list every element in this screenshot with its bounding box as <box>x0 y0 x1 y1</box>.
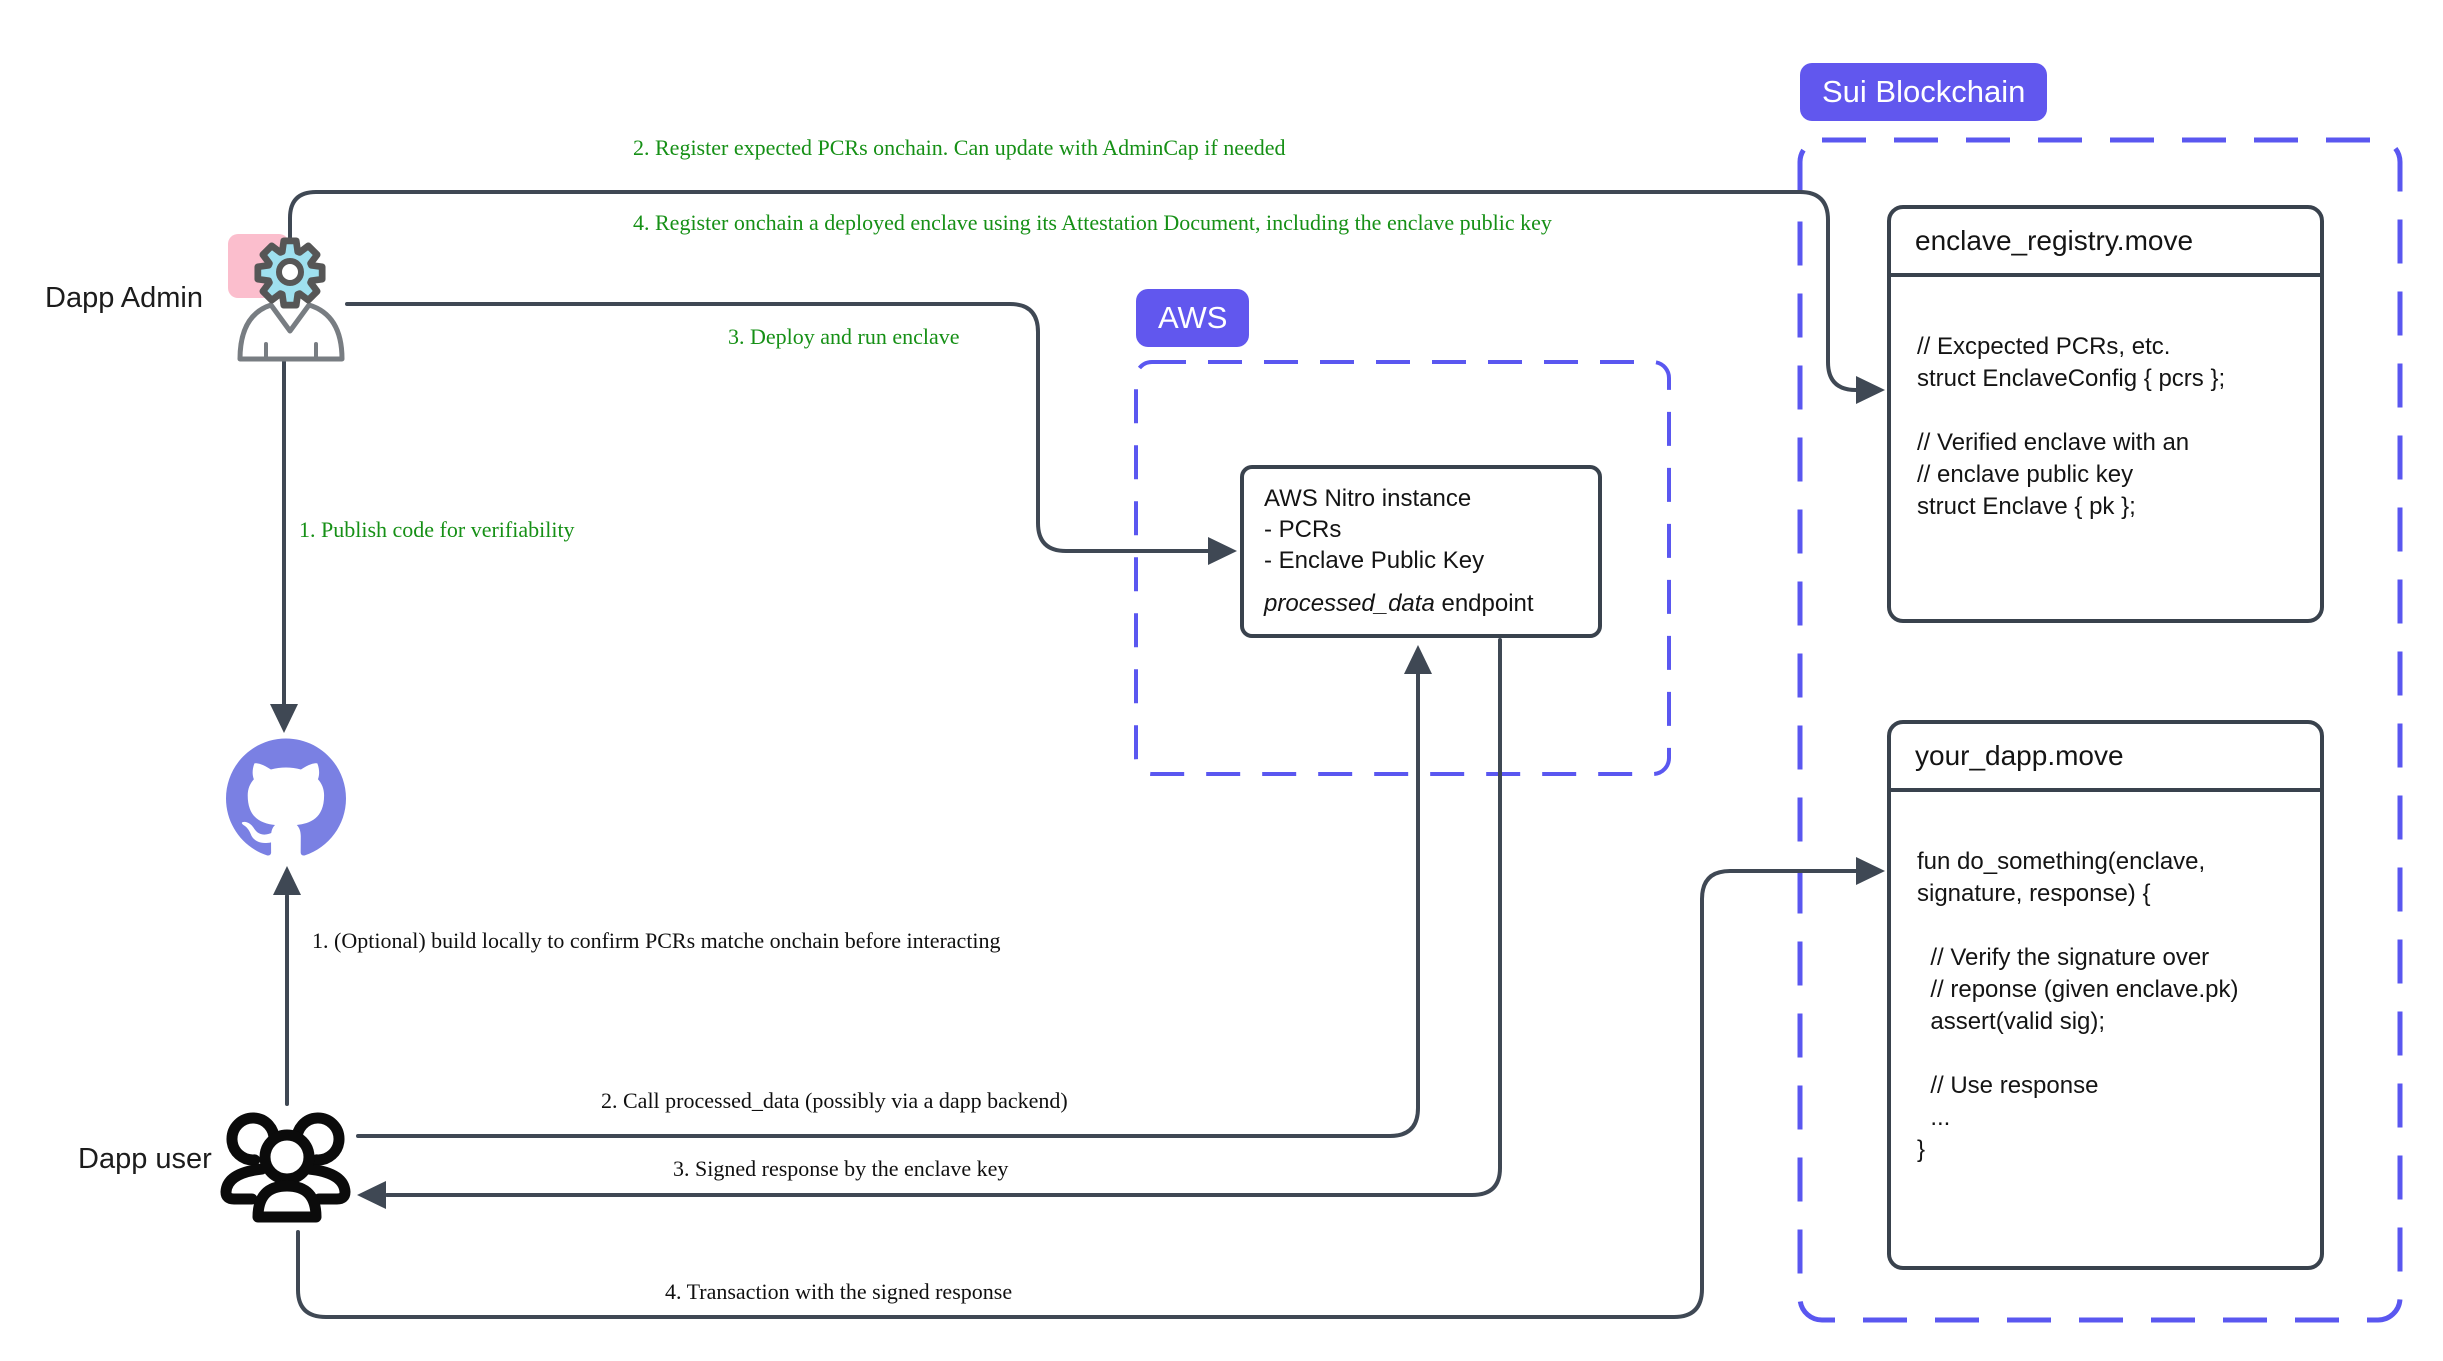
aws-nitro-instance-box: AWS Nitro instance - PCRs - Enclave Publ… <box>1240 465 1602 638</box>
note-build-locally: 1. (Optional) build locally to confirm P… <box>312 928 1001 953</box>
code-line: // Verify the signature over <box>1917 944 2210 971</box>
code-line: } <box>1917 1136 1926 1163</box>
your-dapp-code: fun do_something(enclave, signature, res… <box>1891 792 2320 1166</box>
enclave-registry-box: enclave_registry.move // Excpected PCRs,… <box>1887 205 2324 623</box>
aws-nitro-endpoint: processed_data endpoint <box>1264 588 1598 619</box>
sui-blockchain-boundary <box>1797 137 2403 1323</box>
gear-icon <box>254 237 326 309</box>
code-line: assert(valid sig); <box>1917 1008 2106 1035</box>
spacer <box>1264 576 1598 588</box>
dapp-user-label: Dapp user <box>78 1143 212 1175</box>
code-line: signature, response) { <box>1917 880 2151 907</box>
code-line <box>1917 910 2304 942</box>
note-call-processed-data: 2. Call processed_data (possibly via a d… <box>601 1088 1068 1113</box>
code-line: fun do_something(enclave, <box>1917 848 2206 875</box>
note-signed-response: 3. Signed response by the enclave key <box>673 1156 1009 1181</box>
person-icon <box>237 302 345 362</box>
aws-nitro-item: - PCRs <box>1264 516 1342 543</box>
endpoint-name: processed_data <box>1264 590 1435 617</box>
code-line: // reponse (given enclave.pk) <box>1917 976 2239 1003</box>
code-line: // Use response <box>1917 1072 2099 1099</box>
code-line: // Excpected PCRs, etc. <box>1917 333 2171 360</box>
note-deploy-enclave: 3. Deploy and run enclave <box>728 324 960 349</box>
github-icon <box>226 738 346 856</box>
your-dapp-box: your_dapp.move fun do_something(enclave,… <box>1887 720 2324 1270</box>
endpoint-suffix: endpoint <box>1434 590 1534 617</box>
aws-badge: AWS <box>1136 289 1250 347</box>
connector-transaction <box>296 857 1885 1319</box>
dapp-admin-icon <box>228 234 345 362</box>
enclave-registry-title: enclave_registry.move <box>1891 209 2320 277</box>
connector-register-pcrs <box>288 190 1885 404</box>
code-line: ... <box>1917 1104 1951 1131</box>
connector-deploy-enclave <box>345 302 1237 565</box>
connector-call-processed-data <box>356 645 1432 1138</box>
note-publish-code: 1. Publish code for verifiability <box>299 517 575 542</box>
aws-boundary <box>1134 360 1671 776</box>
code-line: struct Enclave { pk }; <box>1917 493 2136 520</box>
code-line <box>1917 1038 2304 1070</box>
note-register-enclave: 4. Register onchain a deployed enclave u… <box>633 210 1552 235</box>
enclave-registry-code: // Excpected PCRs, etc. struct EnclaveCo… <box>1891 277 2320 523</box>
connector-build-locally <box>273 866 301 1106</box>
sui-blockchain-badge: Sui Blockchain <box>1800 63 2048 121</box>
connector-publish-code <box>270 360 298 733</box>
code-line <box>1917 395 2304 427</box>
note-register-pcrs: 2. Register expected PCRs onchain. Can u… <box>633 135 1286 160</box>
note-transaction: 4. Transaction with the signed response <box>665 1279 1013 1304</box>
your-dapp-title: your_dapp.move <box>1891 724 2320 792</box>
code-line: struct EnclaveConfig { pcrs }; <box>1917 365 2226 392</box>
dapp-admin-label: Dapp Admin <box>45 282 203 314</box>
code-line: // Verified enclave with an <box>1917 429 2190 456</box>
dapp-user-icon <box>220 1112 351 1223</box>
connector-signed-response <box>357 638 1502 1209</box>
aws-nitro-title: AWS Nitro instance <box>1264 485 1472 512</box>
code-line: // enclave public key <box>1917 461 2134 488</box>
aws-nitro-item: - Enclave Public Key <box>1264 547 1485 574</box>
